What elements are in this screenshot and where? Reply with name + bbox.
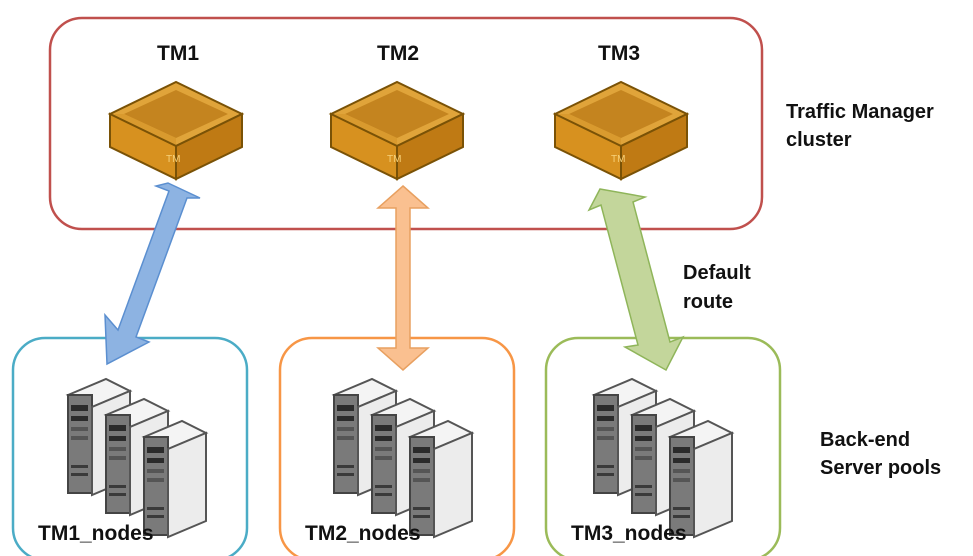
tm2-nodes-label: TM2_nodes xyxy=(305,522,421,545)
tm2-title: TM2 xyxy=(377,42,419,65)
default-route-label-line2: route xyxy=(683,291,733,313)
tm1-title: TM1 xyxy=(157,42,199,65)
server-stack-icon xyxy=(594,379,732,537)
pools-label-line2: Server pools xyxy=(820,457,941,479)
tm1-nodes-label: TM1_nodes xyxy=(38,522,154,545)
tm2-node: TM2 TM xyxy=(330,42,464,180)
tm1-box-mark: TM xyxy=(166,154,180,165)
pools-label-line1: Back-end xyxy=(820,429,910,451)
tm2-box-mark: TM xyxy=(387,154,401,165)
tm3-node: TM3 TM xyxy=(554,42,688,180)
cluster-label-line1: Traffic Manager xyxy=(786,101,934,123)
tm3-route-arrow xyxy=(587,188,685,372)
tm3-server-stack xyxy=(594,379,732,537)
tm3-box-mark: TM xyxy=(611,154,625,165)
tm1-node: TM1 TM xyxy=(109,42,243,180)
server-stack-icon xyxy=(68,379,206,537)
tm2-server-stack xyxy=(334,379,472,537)
tm3-title: TM3 xyxy=(598,42,640,65)
default-route-label-line1: Default xyxy=(683,262,751,284)
server-stack-icon xyxy=(334,379,472,537)
tm1-route-arrow xyxy=(104,182,201,366)
tm3-nodes-label: TM3_nodes xyxy=(571,522,687,545)
tm2-route-arrow xyxy=(376,185,430,371)
cluster-label-line2: cluster xyxy=(786,129,852,151)
tm1-server-stack xyxy=(68,379,206,537)
